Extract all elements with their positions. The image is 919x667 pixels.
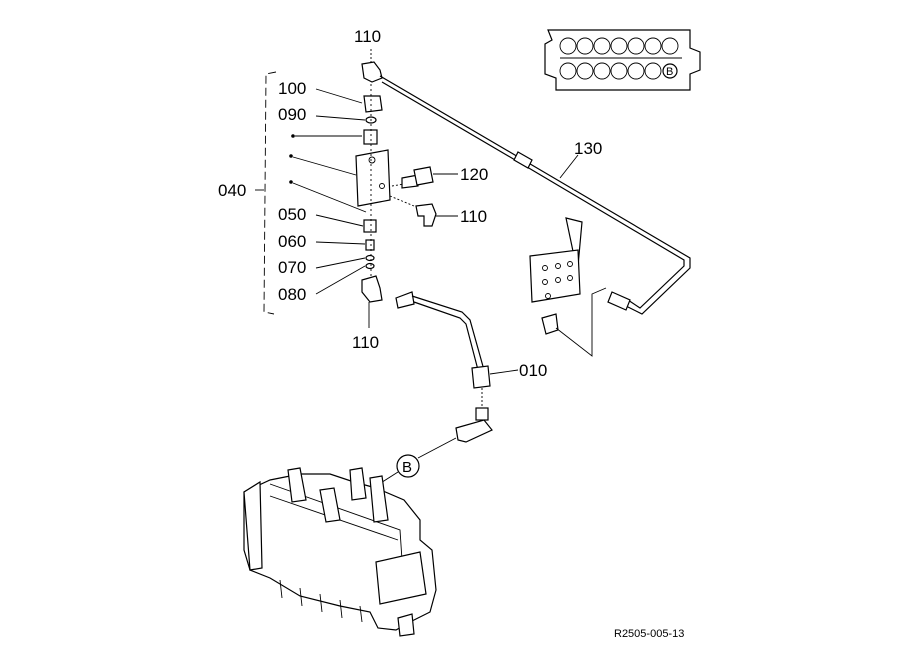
control-valve	[243, 467, 437, 637]
seal-080	[365, 262, 375, 270]
label-100: 100	[278, 79, 306, 98]
elbow-fitting-110-top	[361, 61, 383, 83]
label-070: 070	[278, 258, 306, 277]
label-120: 120	[460, 165, 488, 184]
bolt-120	[391, 166, 458, 189]
label-040: 040	[218, 181, 246, 200]
label-110-bottom: 110	[352, 333, 379, 352]
valve-ports	[559, 37, 682, 80]
nut-100	[363, 95, 383, 113]
label-090: 090	[278, 105, 306, 124]
label-010: 010	[519, 361, 547, 380]
callout-b-text: B	[402, 459, 412, 476]
figure-reference: R2505-005-13	[614, 628, 684, 640]
elbow-fitting-110-right	[389, 195, 458, 227]
valve-block	[355, 149, 391, 207]
callout-b-circle	[396, 454, 420, 478]
adapter-fitting	[363, 129, 378, 145]
pipe-010	[395, 291, 519, 421]
label-110-top: 110	[354, 27, 381, 46]
elbow-fitting-110-bottom	[361, 275, 383, 303]
label-050: 050	[278, 205, 306, 224]
label-060: 060	[278, 232, 306, 251]
fitting-050	[363, 219, 377, 233]
label-130: 130	[574, 139, 602, 158]
o-ring-070	[365, 254, 375, 262]
label-110-right: 110	[460, 207, 487, 226]
valve-top-view: B	[544, 29, 701, 91]
pipe-130	[379, 75, 691, 315]
parts-stack	[355, 49, 391, 303]
callout-b-small-text: B	[666, 66, 673, 78]
label-080: 080	[278, 285, 306, 304]
spring-060	[365, 239, 375, 251]
adapter-block	[417, 419, 493, 459]
callout-b-small-circle	[662, 63, 678, 79]
mounting-bracket	[529, 217, 607, 357]
assembly-bracket-040	[263, 71, 277, 315]
